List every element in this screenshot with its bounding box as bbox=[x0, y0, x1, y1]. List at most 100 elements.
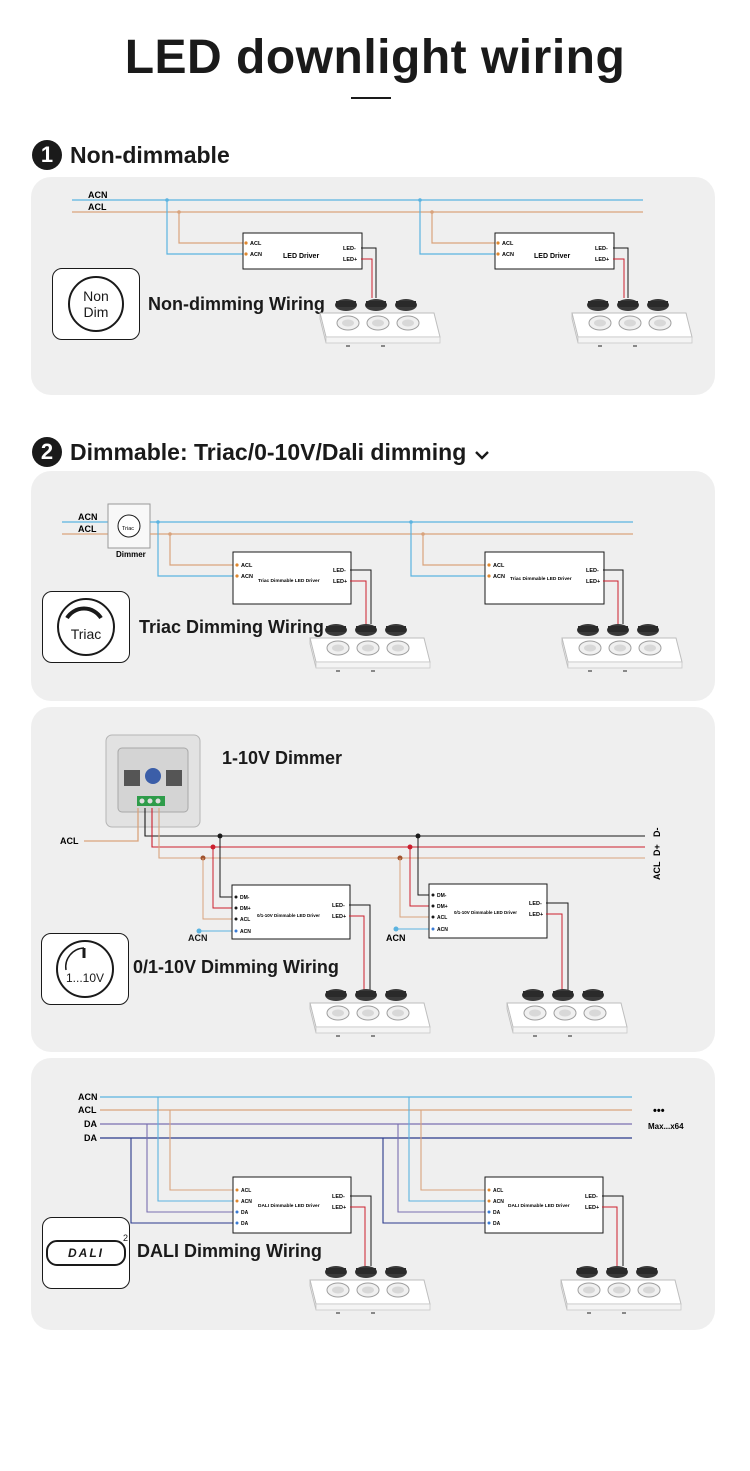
driver-out-led-plus: LED+ bbox=[333, 579, 347, 585]
dali-icon-sup: 2 bbox=[122, 1233, 128, 1243]
downlight-fixtures bbox=[309, 299, 693, 1314]
zeroten-wiring-label: 0/1-10V Dimming Wiring bbox=[133, 957, 339, 977]
section-title: Dimmable bbox=[70, 438, 180, 465]
driver-label: Triac Dimmable LED Driver bbox=[258, 578, 320, 584]
driver-out-led-plus: LED+ bbox=[586, 579, 600, 585]
bus-label-acn: ACN bbox=[78, 1092, 98, 1102]
section-subtitle: : Triac/0-10V/Dali dimming bbox=[179, 438, 467, 465]
non-dim-diagram: ACN ACL ACL ACN LED Driver LED- LED+ ACL… bbox=[72, 190, 643, 298]
zeroten-icon-label: 1...10V bbox=[65, 971, 105, 985]
bus-label-acl: ACL bbox=[78, 1105, 97, 1115]
section-title-group: Dimmable: Triac/0-10V/Dali dimming bbox=[70, 439, 466, 466]
bus-label-da: DA bbox=[84, 1133, 97, 1143]
title-underline bbox=[351, 97, 391, 99]
driver-in-dm-minus: DM- bbox=[437, 893, 447, 899]
driver-in-acl: ACL bbox=[437, 915, 447, 921]
section-number-badge: 1 bbox=[32, 140, 62, 170]
section-1-heading: 1 Non-dimmable bbox=[32, 140, 230, 170]
driver-in-acl: ACL bbox=[240, 917, 250, 923]
driver-in-acl: ACL bbox=[502, 241, 514, 247]
section-2-heading: 2 Dimmable: Triac/0-10V/Dali dimming bbox=[32, 437, 490, 467]
driver-in-acn: ACN bbox=[493, 574, 505, 580]
driver-out-led-minus: LED- bbox=[585, 1194, 598, 1200]
downlight-fixture bbox=[309, 1266, 431, 1314]
driver-out-led-minus: LED- bbox=[332, 1194, 345, 1200]
driver-label: DALI Dimmable LED Driver bbox=[258, 1203, 320, 1209]
driver-out-led-plus: LED+ bbox=[595, 257, 609, 263]
dali-dots: ••• bbox=[653, 1105, 665, 1117]
driver-in-acl: ACL bbox=[493, 563, 505, 569]
zeroten-icon: 1...10V bbox=[41, 933, 129, 1005]
section-number-badge: 2 bbox=[32, 437, 62, 467]
non-dim-icon-line1: Non bbox=[83, 288, 109, 304]
acl-label: ACL bbox=[60, 836, 79, 846]
driver-out-led-plus: LED+ bbox=[332, 1205, 346, 1211]
downlight-fixture bbox=[571, 299, 693, 347]
driver-in-acn: ACN bbox=[502, 252, 514, 258]
triac-diagram: ACN ACL Triac Dimmer ACL ACN Triac Dimma… bbox=[62, 503, 633, 624]
triac-icon: Triac bbox=[42, 591, 130, 663]
driver-in-da: DA bbox=[241, 1221, 249, 1227]
bus-label-acl: ACL bbox=[88, 202, 107, 212]
driver-label: LED Driver bbox=[534, 253, 570, 260]
downlight-fixture bbox=[309, 624, 431, 672]
driver-out-led-minus: LED- bbox=[333, 568, 346, 574]
driver-out-led-minus: LED- bbox=[595, 246, 608, 252]
driver-in-acl: ACL bbox=[241, 1188, 251, 1194]
driver-out-led-plus: LED+ bbox=[585, 1205, 599, 1211]
driver-in-acn: ACN bbox=[240, 929, 251, 935]
driver-label: 0/1-10V Dimmable LED Driver bbox=[454, 910, 517, 915]
driver-in-acl: ACL bbox=[493, 1188, 503, 1194]
dimmer-icon-label: Triac bbox=[122, 526, 134, 532]
driver-in-da: DA bbox=[493, 1221, 501, 1227]
driver-label: LED Driver bbox=[283, 253, 319, 260]
downlight-fixture bbox=[319, 299, 441, 347]
page-title: LED downlight wiring bbox=[124, 31, 626, 84]
driver-in-acn: ACN bbox=[241, 1199, 252, 1205]
chevron-down-icon bbox=[475, 451, 490, 460]
driver-out-led-minus: LED- bbox=[586, 568, 599, 574]
dali-icon: DALI 2 bbox=[42, 1217, 130, 1289]
non-dimmable-panel bbox=[31, 177, 715, 395]
bus-label-acn: ACN bbox=[88, 190, 108, 200]
zeroten-dimmer-title: 1-10V Dimmer bbox=[222, 748, 343, 768]
non-dim-wiring-label: Non-dimming Wiring bbox=[148, 294, 325, 314]
bus-end-label-dminus: D- bbox=[652, 828, 662, 838]
downlight-fixture bbox=[560, 1266, 682, 1314]
section-title: Non-dimmable bbox=[70, 141, 230, 168]
driver-label: Triac Dimmable LED Driver bbox=[510, 576, 572, 582]
non-dim-icon-line2: Dim bbox=[83, 304, 109, 320]
non-dim-icon: Non Dim bbox=[52, 268, 140, 340]
driver-out-led-minus: LED- bbox=[332, 903, 345, 909]
acn-label: ACN bbox=[188, 933, 208, 943]
acn-label: ACN bbox=[386, 933, 406, 943]
driver-in-acn: ACN bbox=[437, 927, 448, 933]
downlight-fixture bbox=[506, 989, 628, 1037]
driver-out-led-plus: LED+ bbox=[529, 912, 543, 918]
dali-wiring-label: DALI Dimming Wiring bbox=[137, 1241, 322, 1261]
zeroten-diagram: ACL D- D+ ACL ACN DM- DM+ ACL ACN 0/1-10… bbox=[60, 734, 662, 990]
driver-label: DALI Dimmable LED Driver bbox=[508, 1203, 570, 1209]
driver-in-dm-plus: DM+ bbox=[240, 906, 251, 912]
driver-in-dm-minus: DM- bbox=[240, 895, 250, 901]
driver-in-dm-plus: DM+ bbox=[437, 904, 448, 910]
bus-label-acl: ACL bbox=[78, 524, 97, 534]
downlight-fixture bbox=[561, 624, 683, 672]
dali-max-label: Max...x64 bbox=[648, 1122, 684, 1131]
dali-diagram: ACN ACL DA DA ••• Max...x64 ACL ACN DA D… bbox=[78, 1092, 684, 1266]
bus-label-acn: ACN bbox=[78, 512, 98, 522]
dali-icon-label: DALI bbox=[68, 1246, 104, 1260]
driver-in-acn: ACN bbox=[493, 1199, 504, 1205]
driver-in-acl: ACL bbox=[241, 563, 253, 569]
driver-in-acn: ACN bbox=[241, 574, 253, 580]
driver-out-led-minus: LED- bbox=[343, 246, 356, 252]
driver-in-acl: ACL bbox=[250, 241, 262, 247]
driver-in-da: DA bbox=[241, 1210, 249, 1216]
triac-icon-label: Triac bbox=[70, 626, 102, 642]
bus-end-label-dplus: D+ bbox=[652, 844, 662, 856]
driver-out-led-plus: LED+ bbox=[332, 914, 346, 920]
downlight-fixture bbox=[309, 989, 431, 1037]
bus-end-label-acl: ACL bbox=[652, 861, 662, 880]
driver-in-da: DA bbox=[493, 1210, 501, 1216]
